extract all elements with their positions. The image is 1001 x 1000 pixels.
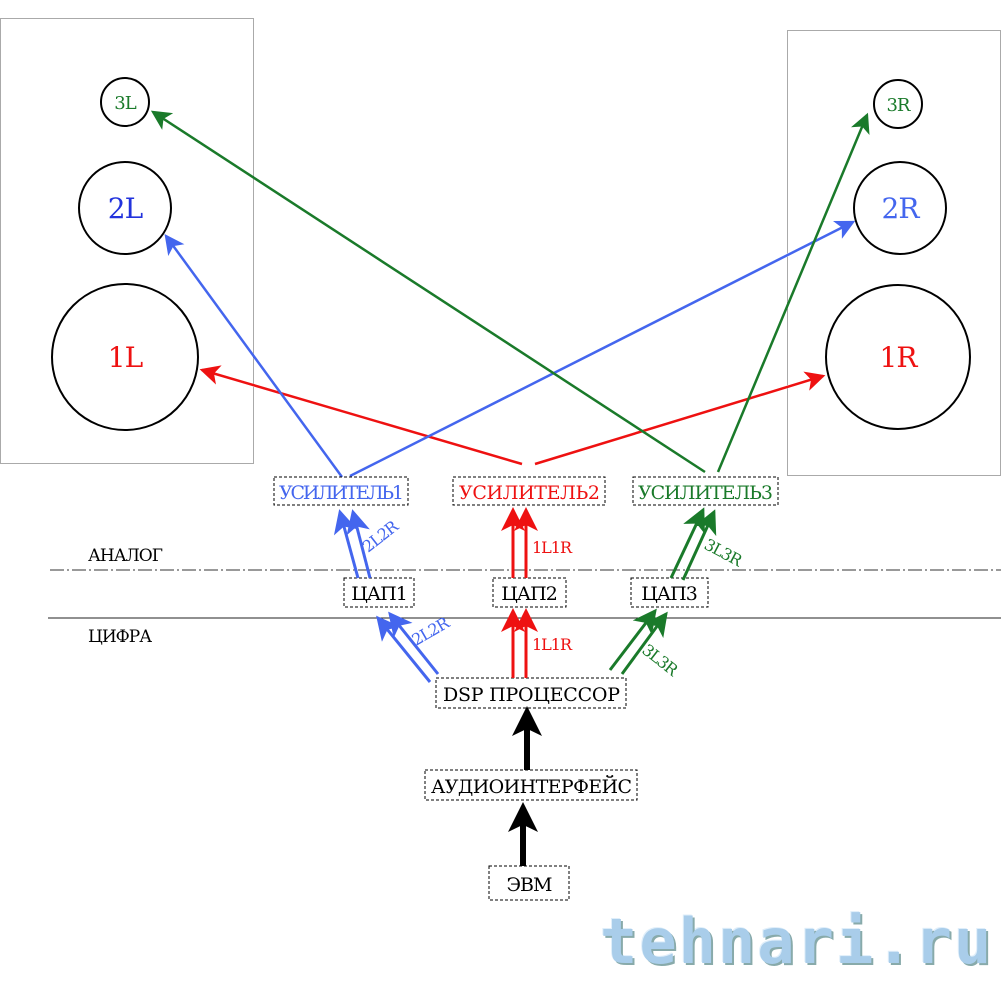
green-line-to-3l xyxy=(150,110,706,474)
channel-label-3l3r-analog: 3L3R xyxy=(701,535,746,571)
amplifier-3-label: УСИЛИТЕЛЬ3 xyxy=(638,482,772,504)
speaker-2l-label: 2L xyxy=(108,192,143,225)
blue-line-to-2l xyxy=(164,233,344,478)
blue-arrow-dac1-amp1-b xyxy=(346,509,372,579)
green-line-to-3r xyxy=(716,112,870,473)
blue-arrow-dac1-amp1-a xyxy=(333,509,360,579)
channel-label-1l1r-digital: 1L1R xyxy=(532,635,573,654)
speaker-3l-label: 3L xyxy=(114,93,136,114)
channel-label-2l2r-analog: 2L2R xyxy=(359,516,403,556)
computer-box xyxy=(488,865,570,901)
dac-2-box xyxy=(492,577,567,608)
green-arrow-dsp-dac3-b xyxy=(620,611,668,675)
amplifier-1-box xyxy=(273,476,409,506)
computer-label: ЭВМ xyxy=(507,874,553,896)
blue-line-to-2r xyxy=(349,220,856,478)
left-speaker-cabinet xyxy=(0,18,254,464)
dac-3-box xyxy=(630,577,709,608)
blue-arrow-dsp-dac1-a xyxy=(376,615,432,683)
green-arrow-dac3-amp3-b xyxy=(681,509,717,581)
channel-label-1l1r-analog: 1L1R xyxy=(532,538,573,557)
amplifier-3-box xyxy=(632,476,779,506)
speaker-3l xyxy=(100,77,150,127)
speaker-3r-label: 3R xyxy=(886,95,910,116)
audio-interface-label: АУДИОИНТЕРФЕЙС xyxy=(431,775,631,798)
amplifier-2-box xyxy=(452,476,606,506)
red-line-to-1l xyxy=(199,365,523,466)
speaker-1l-label: 1L xyxy=(108,341,143,374)
speaker-2l xyxy=(78,161,172,255)
dsp-processor-box xyxy=(435,677,627,709)
digital-zone-label: ЦИФРА xyxy=(88,627,152,647)
blue-arrow-dsp-dac1-b xyxy=(388,611,440,675)
speaker-1r-label: 1R xyxy=(880,341,919,374)
right-speaker-cabinet xyxy=(787,30,1001,476)
analog-zone-label: АНАЛОГ xyxy=(88,546,163,566)
dsp-processor-label: DSP ПРОЦЕССОР xyxy=(443,684,620,706)
amplifier-2-label: УСИЛИТЕЛЬ2 xyxy=(459,482,599,504)
dac-1-label: ЦАП1 xyxy=(351,583,407,605)
speaker-2r xyxy=(853,161,947,255)
amplifier-1-label: УСИЛИТЕЛЬ1 xyxy=(279,482,403,504)
speaker-3r xyxy=(873,79,923,129)
speaker-1r xyxy=(825,284,971,430)
audio-interface-box xyxy=(424,769,638,801)
speaker-1l xyxy=(51,283,199,431)
red-line-to-1r xyxy=(534,371,826,466)
dac-3-label: ЦАП3 xyxy=(641,583,697,605)
dac-2-label: ЦАП2 xyxy=(501,583,557,605)
watermark-logo: tehnari.ru xyxy=(600,905,994,978)
channel-label-3l3r-digital: 3L3R xyxy=(639,640,683,680)
speaker-2r-label: 2R xyxy=(882,192,921,225)
dac-1-box xyxy=(343,577,415,608)
